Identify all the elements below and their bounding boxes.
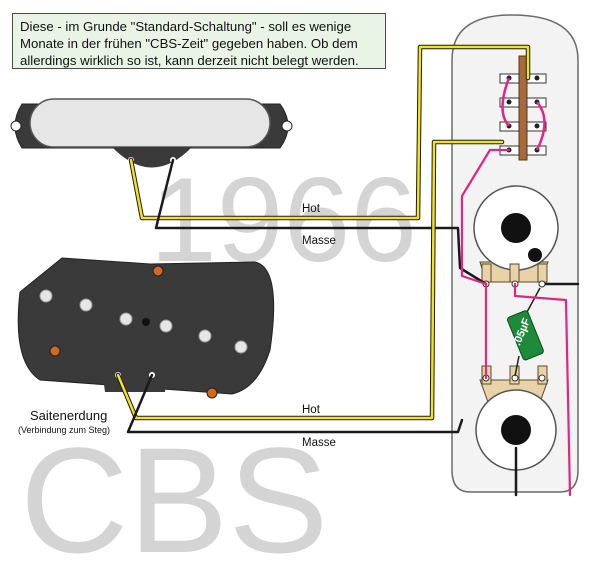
bridge-pickup bbox=[17, 257, 275, 399]
hot-label-lower: Hot bbox=[302, 404, 320, 416]
wiring-diagram bbox=[10, 14, 580, 497]
capacitor bbox=[507, 287, 544, 377]
saitenerdung-sub-label: (Verbindung zum Steg) bbox=[18, 425, 111, 435]
note-box: Diese - im Grunde "Standard-Schaltung" -… bbox=[12, 13, 386, 69]
hot-label-upper: Hot bbox=[302, 203, 320, 215]
masse-label-upper: Masse bbox=[302, 235, 336, 247]
saitenerdung-label: Saitenerdung bbox=[30, 408, 108, 423]
switch-to-volume-wire bbox=[460, 148, 511, 286]
volume-pot bbox=[473, 185, 559, 288]
bridge-ground-wire bbox=[126, 373, 464, 434]
masse-label-lower: Masse bbox=[302, 437, 336, 449]
neck-ground-wire bbox=[154, 158, 488, 286]
tone-lug-wire bbox=[513, 282, 572, 497]
neck-pickup bbox=[10, 98, 293, 168]
